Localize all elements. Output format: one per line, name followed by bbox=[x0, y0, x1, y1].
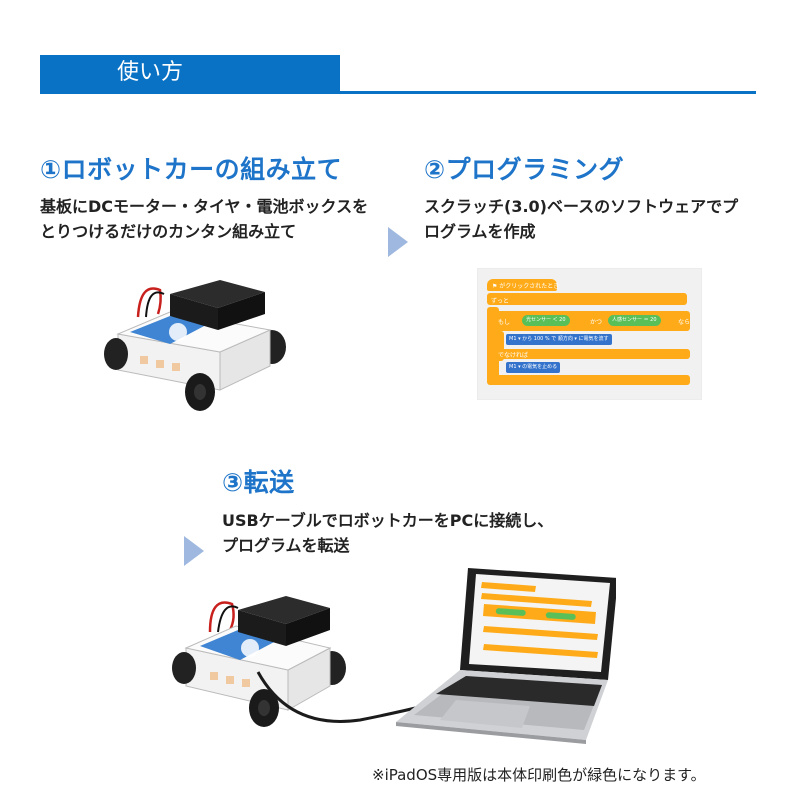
page-title: 使い方 bbox=[116, 60, 183, 85]
scratch-screenshot-image: ⚑ がクリックされたとき ずっと もし 光センサー ＜ 20 かつ 人感センサー… bbox=[477, 268, 702, 400]
section-1-line-1: 基板にDCモーター・タイヤ・電池ボックスを bbox=[40, 197, 369, 216]
footnote: ※iPadOS専用版は本体印刷色が緑色になります。 bbox=[372, 766, 706, 784]
play-arrow-icon bbox=[184, 536, 204, 566]
section-3-title: ③転送 bbox=[222, 468, 295, 497]
section-3-line-2: プログラムを転送 bbox=[222, 536, 350, 555]
laptop-image bbox=[396, 568, 616, 744]
header-underline bbox=[40, 91, 756, 94]
header-band bbox=[40, 55, 340, 91]
play-arrow-icon bbox=[388, 227, 408, 257]
section-3-line-1: USBケーブルでロボットカーをPCに接続し、 bbox=[222, 511, 554, 530]
section-2-line-2: ログラムを作成 bbox=[424, 222, 536, 241]
section-2-title: ②プログラミング bbox=[424, 155, 625, 184]
robot-car-image bbox=[172, 596, 346, 727]
section-2-line-1: スクラッチ(3.0)ベースのソフトウェアでプ bbox=[424, 197, 739, 216]
section-1-title: ①ロボットカーの組み立て bbox=[40, 155, 343, 184]
robot-car-image bbox=[104, 280, 286, 411]
section-1-line-2: とりつけるだけのカンタン組み立て bbox=[40, 222, 297, 241]
